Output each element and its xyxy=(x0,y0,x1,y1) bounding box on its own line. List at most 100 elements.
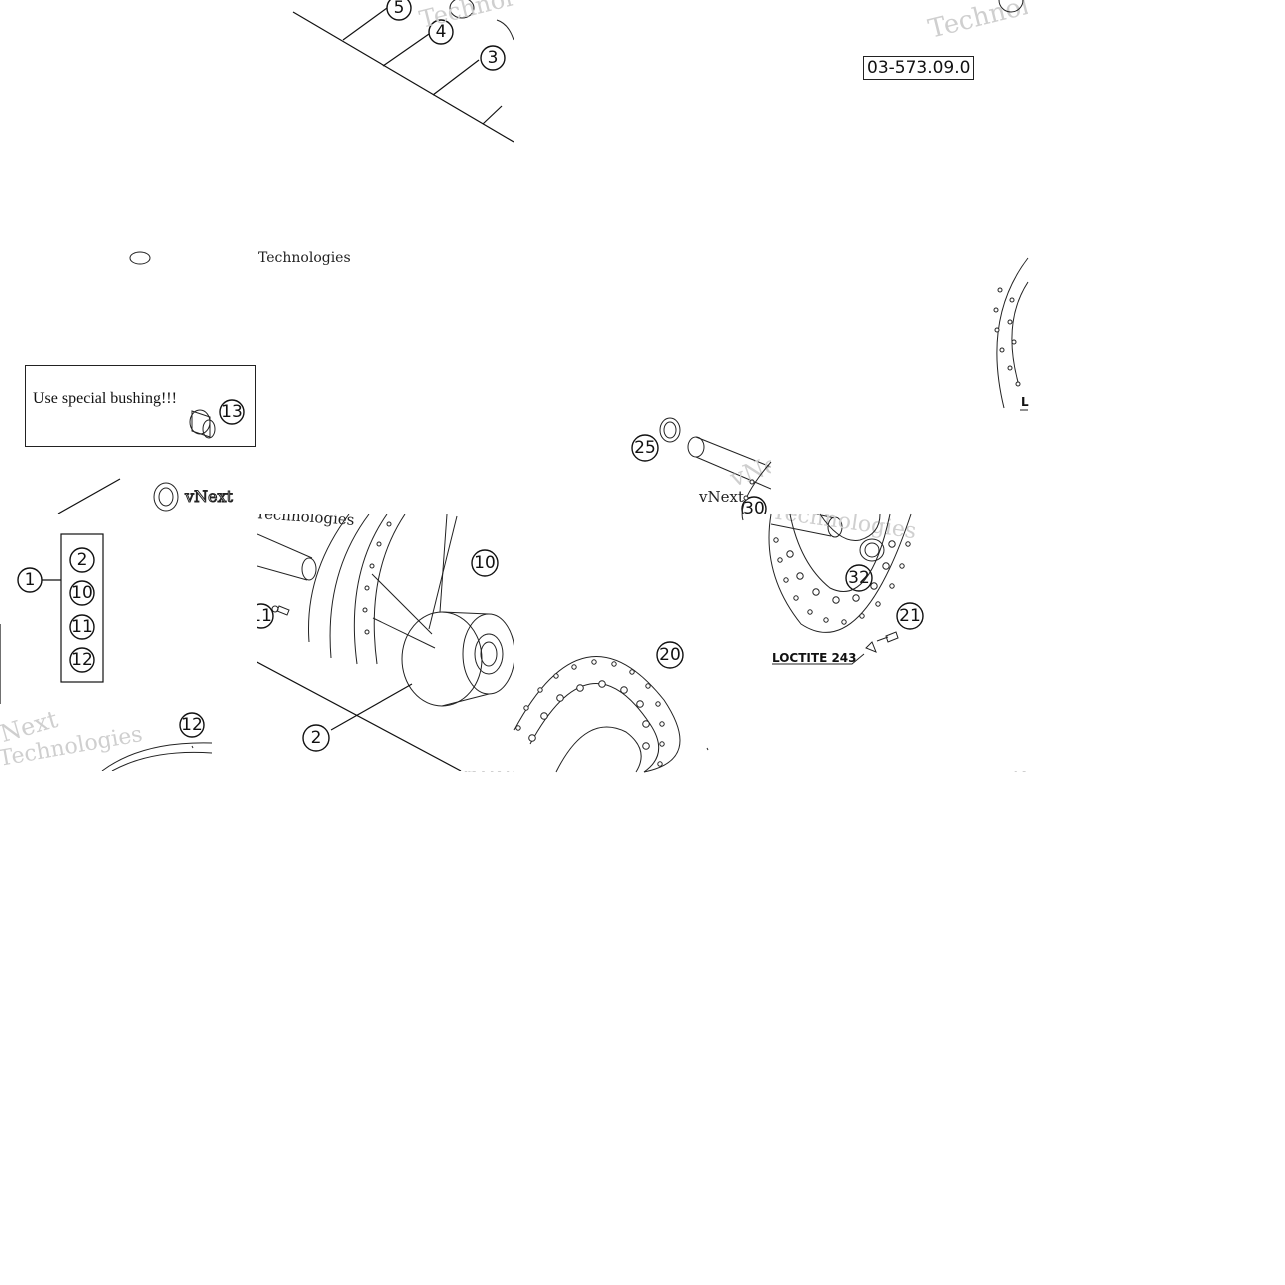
callout-4: 4 xyxy=(257,982,284,1010)
tile-3-1-drawing: Technologies 4 5 xyxy=(257,771,514,1028)
tile-1-0-drawing: 13 vNext xyxy=(57,399,245,514)
svg-text:8: 8 xyxy=(604,781,615,801)
watermark-company-dark: vNext xyxy=(698,488,744,506)
callout-25: 25 xyxy=(631,434,659,462)
watermark-dark: Technologies xyxy=(257,514,355,529)
callout-5: 5 xyxy=(298,1009,326,1028)
watermark: Technologies xyxy=(925,0,1028,45)
svg-text:25: 25 xyxy=(634,438,656,458)
svg-text:4: 4 xyxy=(436,22,447,42)
watermark: Technologies xyxy=(417,0,514,34)
tile-1-0: Use special bushing!!! 13 vNext xyxy=(0,257,257,514)
svg-text:32: 32 xyxy=(848,568,870,588)
svg-text:5: 5 xyxy=(394,0,405,18)
legend-callout-10: 10 xyxy=(69,580,95,606)
svg-text:11: 11 xyxy=(71,617,93,637)
spacer-bushing-icon xyxy=(354,1002,390,1028)
tile-3-1: Technologies 4 5 xyxy=(257,771,514,1028)
callout-2: 2 xyxy=(302,724,330,752)
tile-2-1: 10 11 38 2 Technologies vNext xyxy=(257,514,514,771)
tile-3-2: Technologies Technologies 8 xyxy=(514,771,771,1028)
tile-0-0 xyxy=(0,0,257,257)
tile-2-4 xyxy=(1028,514,1285,771)
tile-4-4 xyxy=(1028,1028,1285,1285)
legend-callout-12: 12 xyxy=(69,647,95,673)
note-text: Use special bushing!!! xyxy=(33,390,177,407)
part-number-label: 03-573.09.0 xyxy=(863,56,975,80)
watermark: Technologies xyxy=(416,771,514,805)
svg-text:10: 10 xyxy=(474,553,496,573)
tile-2-4-drawing xyxy=(1028,514,1029,517)
legend-callout-11: 11 xyxy=(69,614,95,640)
seal-5-icon xyxy=(320,983,346,1013)
callout-10: 10 xyxy=(471,549,499,577)
bearing-icon xyxy=(859,538,885,562)
callout-8: 8 xyxy=(595,777,623,805)
callout-3: 3 xyxy=(480,45,506,71)
brake-disc-icon xyxy=(514,908,708,1028)
callout-12: 12 xyxy=(179,712,205,738)
tile-0-3-drawing: Technologies xyxy=(925,0,1028,45)
axle-icon xyxy=(257,533,317,581)
hub-icon xyxy=(401,611,514,707)
tile-3-4 xyxy=(1028,771,1285,1028)
callout-32: 32 xyxy=(845,564,873,592)
svg-text:2: 2 xyxy=(311,728,322,748)
callout-13: 13 xyxy=(219,399,245,425)
rim-icon xyxy=(308,514,406,665)
tile-2-2 xyxy=(514,514,771,771)
svg-text:5: 5 xyxy=(307,1013,318,1028)
tile-0-1: 5 4 3 Technologies xyxy=(257,0,514,257)
callout-4: 4 xyxy=(428,19,454,45)
svg-text:12: 12 xyxy=(181,715,203,735)
rim-spoke-holes xyxy=(362,521,392,635)
tile-1-4 xyxy=(1028,257,1285,514)
tile-1-2: 25 vNext vNext 30 xyxy=(514,257,771,514)
bearing-4-icon xyxy=(282,956,310,990)
loctite-label: LOCTITE 243 xyxy=(772,651,857,665)
spoke-icon xyxy=(126,811,147,1004)
seal-ring-icon xyxy=(659,417,681,443)
tile-4-0 xyxy=(0,1028,257,1285)
svg-text:4: 4 xyxy=(265,986,276,1006)
tile-3-0-drawing xyxy=(90,811,147,1004)
legend-callout-2: 2 xyxy=(69,547,95,573)
svg-text:12: 12 xyxy=(71,650,93,670)
tile-2-1-drawing: 10 11 38 2 Technologies vNext xyxy=(257,514,514,771)
watermark: Technologies xyxy=(771,514,918,544)
callout-1: 1 xyxy=(17,567,43,593)
tile-0-4 xyxy=(1028,0,1285,257)
tile-2-3: Technologies 32 50 xyxy=(771,514,1028,771)
brake-caliper-edge-icon xyxy=(257,888,280,968)
tile-4-3 xyxy=(771,1028,1028,1285)
watermark-company: vNext xyxy=(184,487,234,506)
tile-0-3: Technologies 03-573.09.0 xyxy=(771,0,1028,257)
callout-5: 5 xyxy=(386,0,412,21)
svg-text:11: 11 xyxy=(257,606,272,626)
tile-2-3-drawing: Technologies 32 50 xyxy=(771,514,918,592)
callout-30: 30 xyxy=(741,496,767,514)
tile-1-2-drawing: 25 vNext vNext 30 xyxy=(631,417,771,514)
svg-text:10: 10 xyxy=(71,583,93,603)
svg-text:2: 2 xyxy=(77,550,88,570)
tile-3-2-drawing: Technologies Technologies 8 xyxy=(514,777,708,1028)
tile-1-3 xyxy=(771,257,1028,514)
svg-text:3: 3 xyxy=(488,48,499,68)
tile-3-3: Technologies xyxy=(771,771,1028,1028)
tile-3-3-drawing: Technologies xyxy=(933,771,1028,813)
svg-text:13: 13 xyxy=(221,402,243,422)
watermark: vNext xyxy=(726,442,771,493)
tile-2-0: 1 2 10 11 12 12 vNext Technologies xyxy=(0,514,257,771)
brake-disc-holes xyxy=(521,916,693,1020)
bushing-icon xyxy=(189,409,216,439)
svg-text:30: 30 xyxy=(743,499,765,514)
valve-icon xyxy=(271,605,290,616)
note-box xyxy=(25,365,256,447)
tile-1-1 xyxy=(257,257,514,514)
tile-2-0-drawing: 1 2 10 11 12 12 vNext Technologies xyxy=(0,533,213,771)
tile-0-1-drawing: 5 4 3 Technologies xyxy=(292,0,514,143)
watermark: Technologies xyxy=(933,771,1028,813)
callout-11: 11 xyxy=(257,603,274,629)
svg-text:1: 1 xyxy=(25,570,36,590)
